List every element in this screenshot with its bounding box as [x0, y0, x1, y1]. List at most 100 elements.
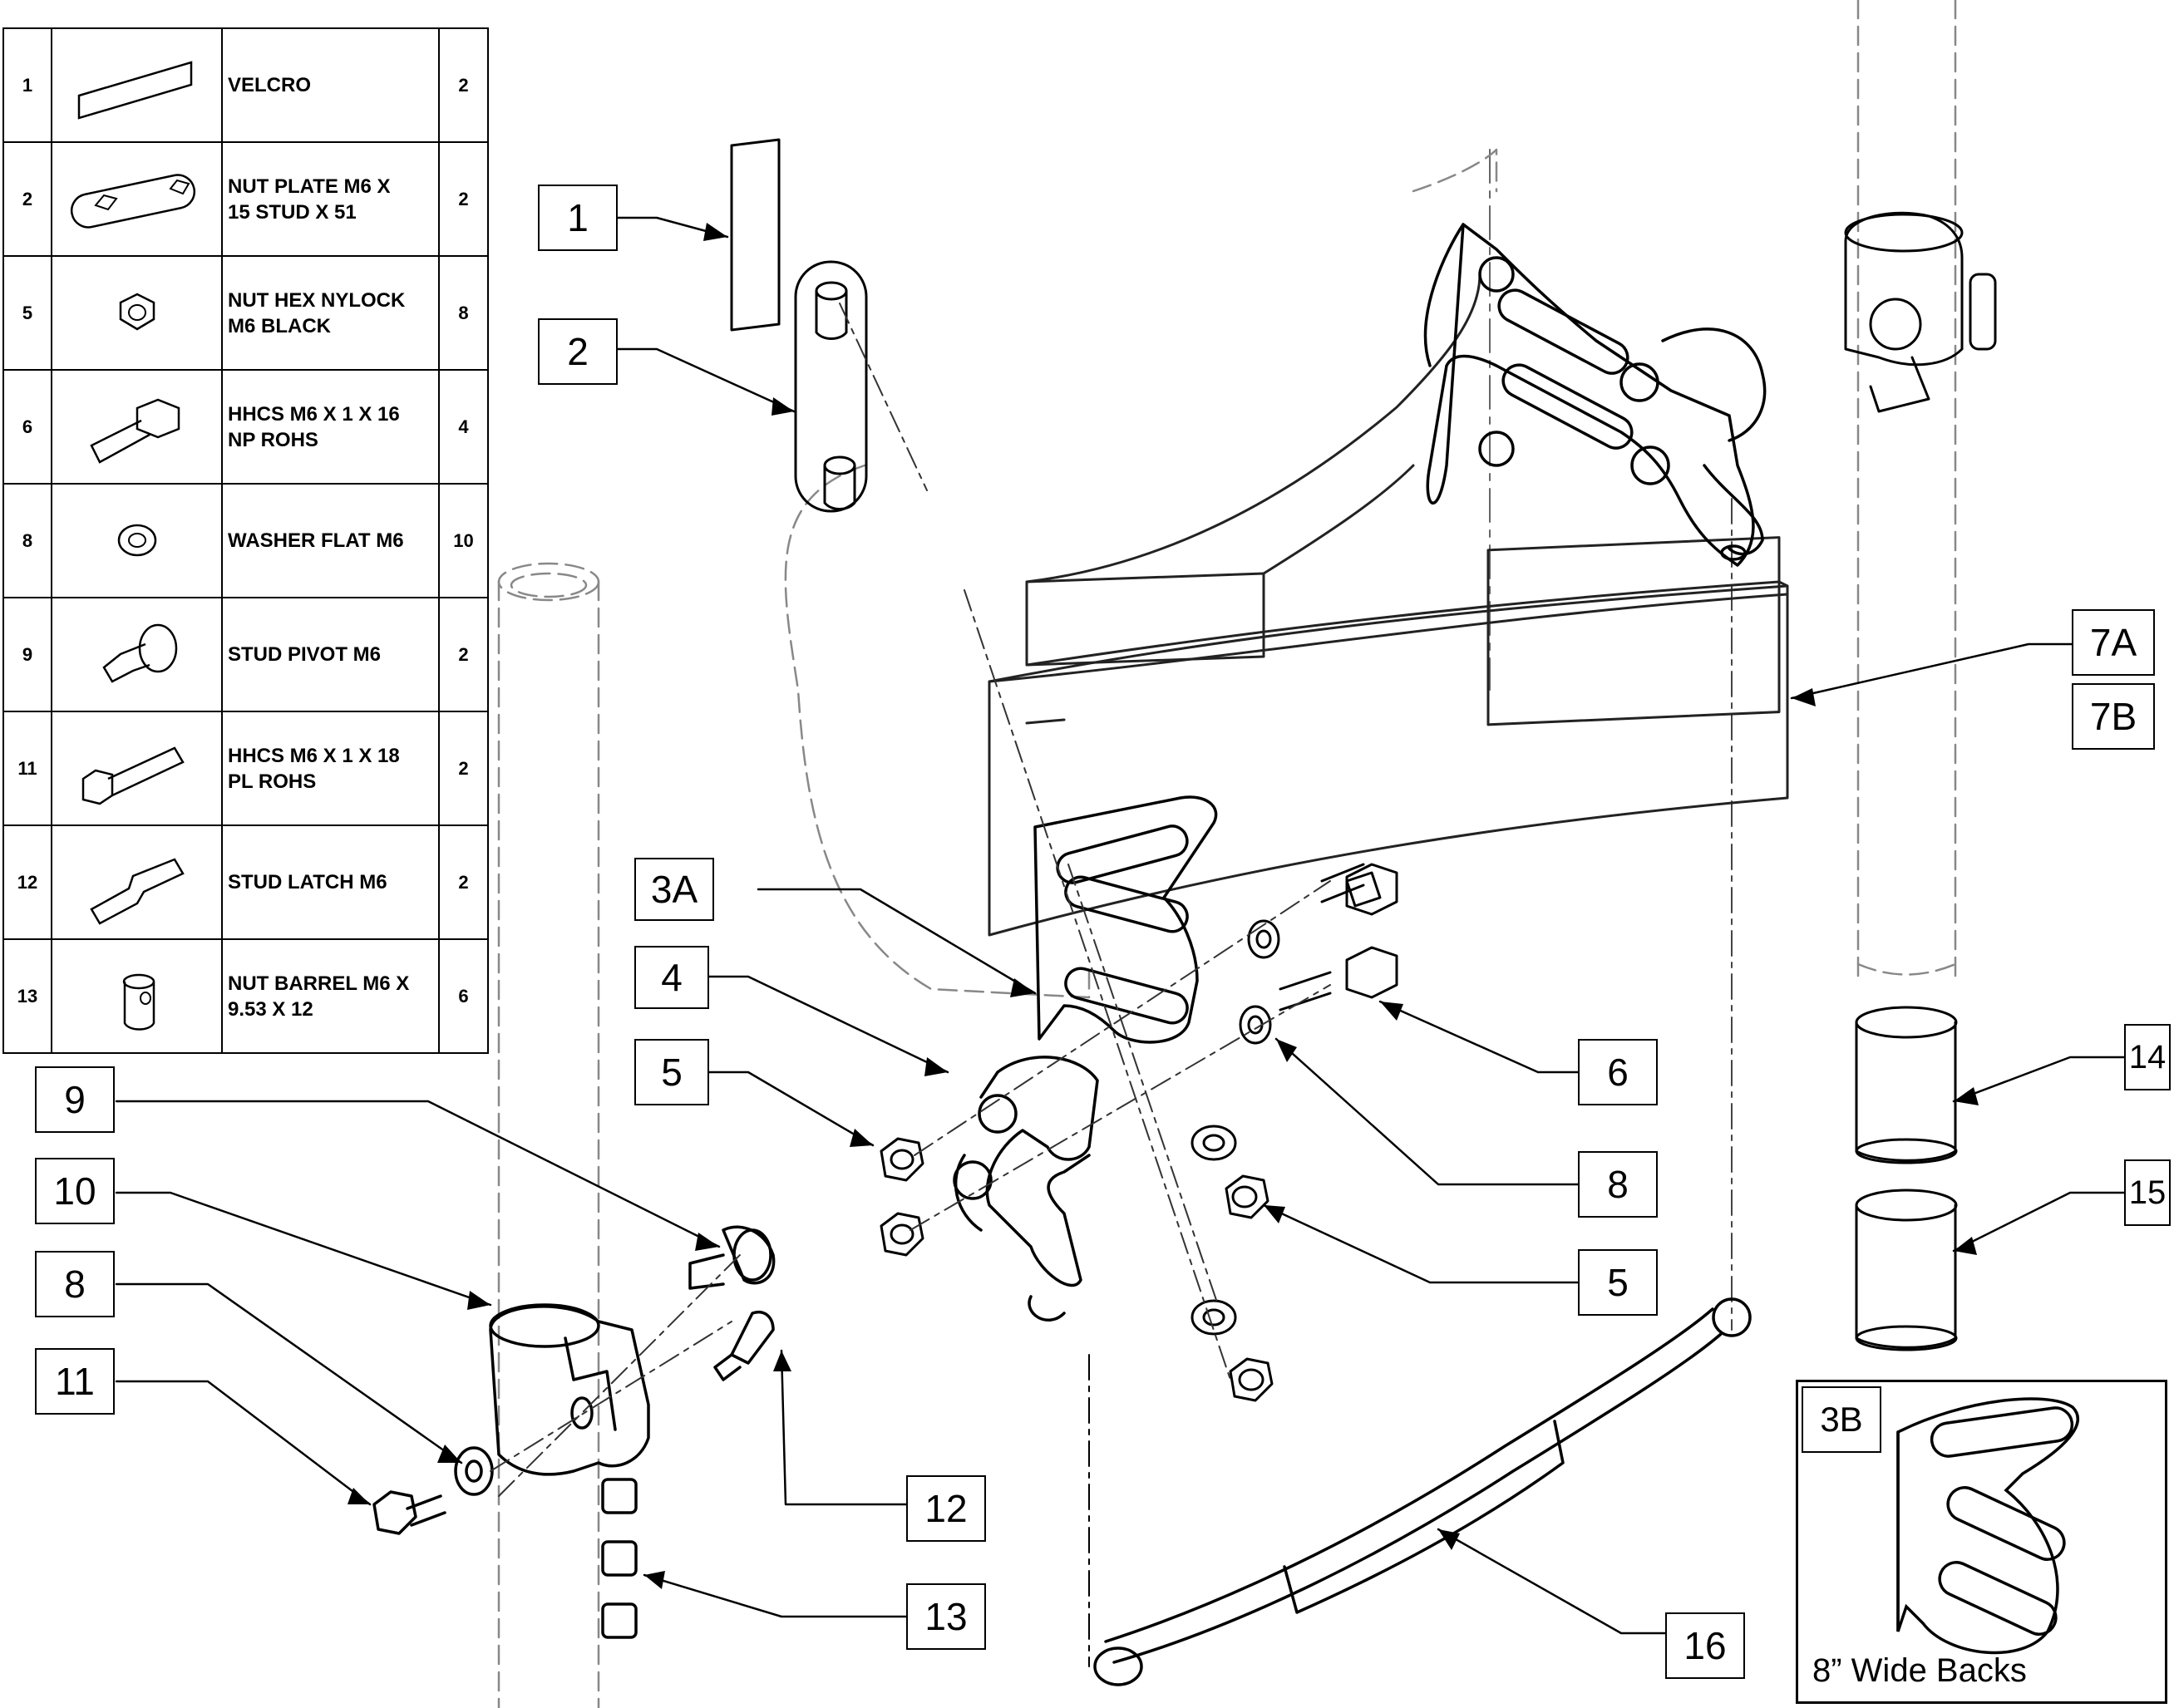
right-post-ghost [1856, 0, 1957, 982]
hex-bolt-icon [51, 369, 223, 485]
part-number: 1 [2, 27, 52, 143]
part-description-line: WASHER FLAT M6 [228, 529, 404, 552]
part-description: WASHER FLAT M6 [221, 483, 440, 598]
seat-back-ghost [784, 148, 1498, 999]
part-description-line: NUT PLATE M6 X [228, 175, 391, 198]
inset-caption: 8” Wide Backs [1812, 1652, 2027, 1689]
clamp-10 [372, 1225, 776, 1639]
nut-plate-2 [794, 260, 868, 513]
part-description-line: 15 STUD X 51 [228, 200, 357, 224]
callout-9: 9 [35, 1066, 115, 1133]
callout-12: 12 [906, 1475, 986, 1542]
part-description-line: STUD LATCH M6 [228, 871, 387, 893]
part-quantity: 2 [438, 141, 489, 257]
sleeve-15 [1855, 1189, 1958, 1351]
hex-nut-icon [51, 255, 223, 371]
callout-15: 15 [2124, 1159, 2171, 1226]
barrel-nut-icon [51, 938, 223, 1054]
part-number: 12 [2, 824, 52, 940]
part-description-line: NUT BARREL M6 X [228, 972, 410, 995]
part-quantity: 2 [438, 597, 489, 712]
part-quantity: 2 [438, 824, 489, 940]
velcro-1 [730, 138, 781, 332]
part-number: 13 [2, 938, 52, 1054]
parts-row: 9 STUD PIVOT M6 2 [2, 597, 489, 712]
parts-row: 12 STUD LATCH M6 2 [2, 824, 489, 940]
part-quantity: 4 [438, 369, 489, 485]
nut-plate-icon [51, 141, 223, 257]
part-description-line: NP ROHS [228, 428, 318, 451]
callout-4: 4 [634, 946, 709, 1009]
part-number: 11 [2, 711, 52, 826]
sleeve-14 [1855, 1006, 1958, 1164]
part-description-line: HHCS M6 X 1 X 16 [228, 402, 400, 426]
callout-8-right: 8 [1578, 1151, 1658, 1218]
callout-8-left: 8 [35, 1251, 115, 1317]
part-description-line: VELCRO [228, 74, 312, 96]
flat-washer-icon [51, 483, 223, 598]
part-quantity: 2 [438, 27, 489, 143]
callout-5-left: 5 [634, 1039, 709, 1105]
part-number: 9 [2, 597, 52, 712]
callout-3a: 3A [634, 858, 714, 921]
parts-row: 8 WASHER FLAT M6 10 [2, 483, 489, 598]
part-quantity: 10 [438, 483, 489, 598]
callout-10: 10 [35, 1158, 115, 1224]
part-number: 5 [2, 255, 52, 371]
upper-bracket [1423, 223, 1767, 567]
callout-1: 1 [538, 185, 618, 251]
clamp-4 [953, 1056, 1099, 1322]
part-number: 8 [2, 483, 52, 598]
back-upholstery [988, 273, 1789, 937]
part-description-line: NUT HEX NYLOCK [228, 288, 406, 312]
callout-16: 16 [1665, 1612, 1745, 1679]
callout-7b: 7B [2072, 683, 2155, 750]
part-quantity: 2 [438, 711, 489, 826]
bracket-3b-drawing [1896, 1397, 2079, 1655]
part-description-line: STUD PIVOT M6 [228, 643, 382, 666]
callout-2: 2 [538, 318, 618, 385]
part-number: 6 [2, 369, 52, 485]
bracket-3a [1033, 795, 1218, 1044]
part-quantity: 8 [438, 255, 489, 371]
clamp-assembly-top [1844, 211, 1997, 413]
part-description: VELCRO [221, 27, 440, 143]
callout-13: 13 [906, 1583, 986, 1650]
latch-stud-icon [51, 824, 223, 940]
part-description-line: M6 BLACK [228, 314, 331, 337]
hardware-center [880, 863, 1398, 1402]
parts-row: 1 VELCRO 2 [2, 27, 489, 143]
hex-bolt-long-icon [51, 711, 223, 826]
callout-6: 6 [1578, 1039, 1658, 1105]
part-description-line: 9.53 X 12 [228, 997, 313, 1021]
part-description: STUD LATCH M6 [221, 824, 440, 940]
left-post-ghost [497, 562, 600, 1708]
callout-14: 14 [2124, 1024, 2171, 1090]
part-description: STUD PIVOT M6 [221, 597, 440, 712]
callout-11: 11 [35, 1348, 115, 1415]
leader-lines [115, 216, 2126, 1635]
callout-3b: 3B [1802, 1386, 1881, 1453]
parts-row: 11 HHCS M6 X 1 X 18 PL ROHS 2 [2, 711, 489, 826]
part-number: 2 [2, 141, 52, 257]
part-description-line: PL ROHS [228, 770, 317, 793]
part-quantity: 6 [438, 938, 489, 1054]
part-description: HHCS M6 X 1 X 18 PL ROHS [221, 711, 440, 826]
callout-5-right: 5 [1578, 1249, 1658, 1316]
pivot-stud-icon [51, 597, 223, 712]
velcro-strip-icon [51, 27, 223, 143]
part-description-line: HHCS M6 X 1 X 18 [228, 744, 400, 767]
strap-16 [1088, 1297, 1752, 1686]
arrowheads [348, 223, 1979, 1589]
